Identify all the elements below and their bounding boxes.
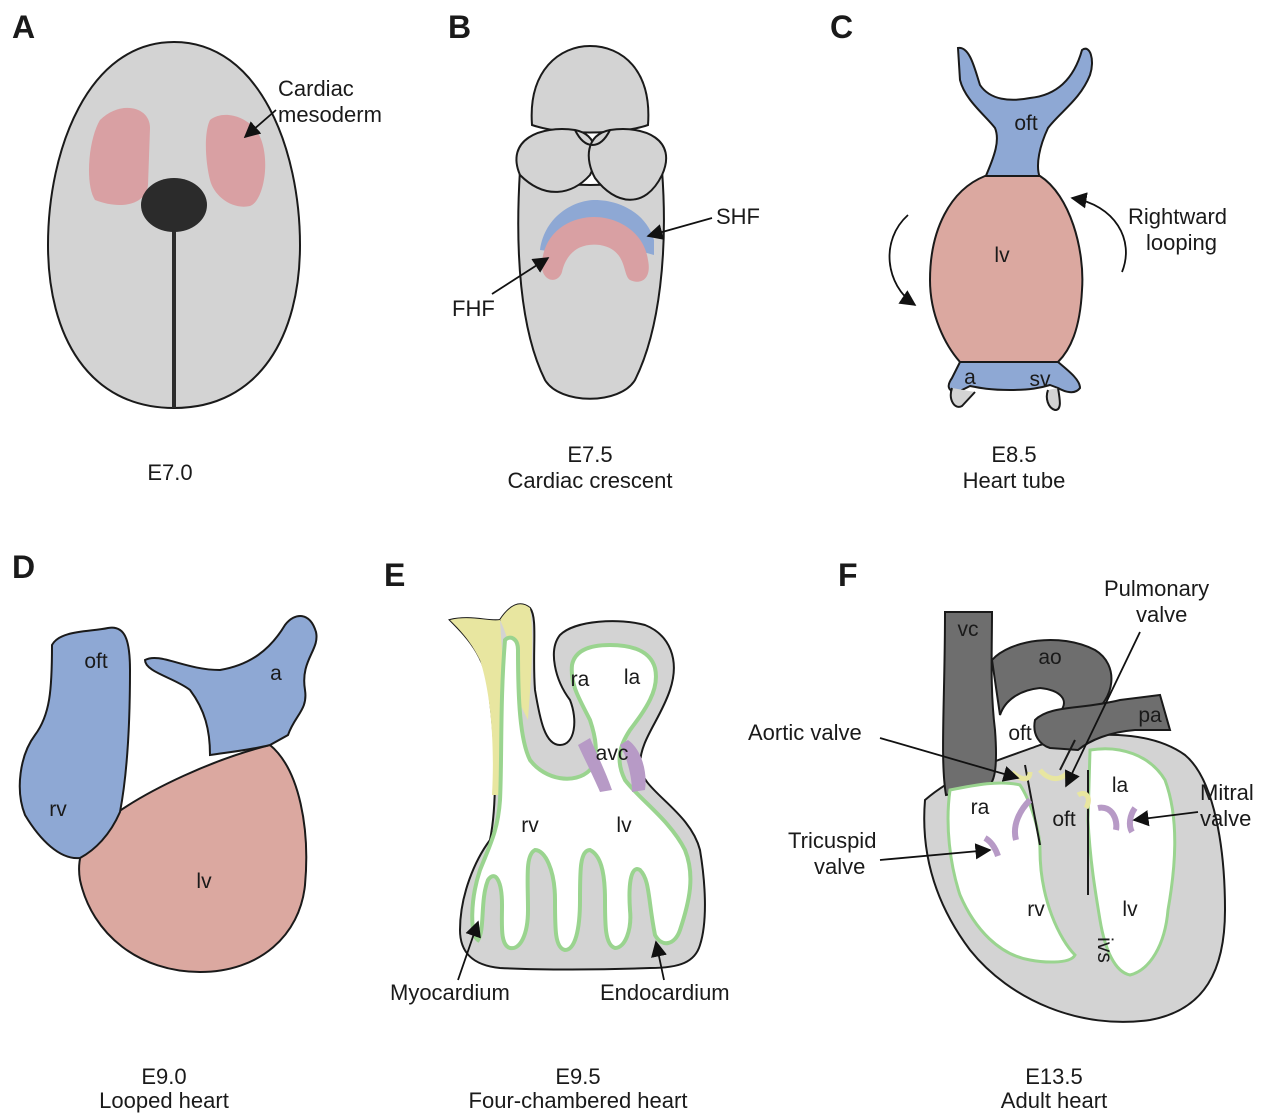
d-rv-label: rv <box>49 798 67 821</box>
oft-label: oft <box>1014 112 1038 135</box>
f-ao-label: ao <box>1038 646 1061 669</box>
mitral-valve-label-line1: Mitral <box>1200 780 1254 805</box>
panel-c-caption-line1: E8.5 <box>991 442 1036 467</box>
tricuspid-valve-label-line1: Tricuspid <box>788 828 876 853</box>
panel-b-letter: B <box>448 9 471 45</box>
f-ra-label: ra <box>971 796 990 819</box>
d-a-label: a <box>270 662 282 685</box>
node <box>141 178 207 232</box>
tricuspid-valve-label-line2: valve <box>814 854 865 879</box>
panel-e-letter: E <box>384 557 405 593</box>
panel-a: A Cardiac mesoderm E7.0 <box>12 9 382 485</box>
panel-e-caption-line1: E9.5 <box>555 1064 600 1089</box>
panel-f: F vc ao pa oft oft ra la rv lv ivs Pulmo… <box>748 557 1254 1113</box>
f-oft-lower-label: oft <box>1052 808 1076 831</box>
f-oft-upper-label: oft <box>1008 722 1032 745</box>
panel-f-letter: F <box>838 557 858 593</box>
panel-d: D oft a rv lv E9.0 Looped heart <box>12 549 317 1113</box>
a-label: a <box>964 366 976 389</box>
d-lv-label: lv <box>196 870 212 893</box>
f-la-label: la <box>1112 774 1129 797</box>
aortic-valve-label: Aortic valve <box>748 720 862 745</box>
f-pa-label: pa <box>1138 704 1162 727</box>
panel-a-letter: A <box>12 9 35 45</box>
panel-b: B SHF FHF E7.5 Cardiac crescent <box>448 9 760 493</box>
d-oft-label: oft <box>84 650 108 673</box>
endocardium-label: Endocardium <box>600 980 730 1005</box>
panel-c: C oft lv a sv Rightward looping E8.5 Hea… <box>830 9 1227 493</box>
rightward-looping-line1: Rightward <box>1128 204 1227 229</box>
looping-arrow-left <box>890 215 915 305</box>
panel-f-caption-line1: E13.5 <box>1025 1064 1083 1089</box>
cardiac-mesoderm-label-line1: Cardiac <box>278 76 354 101</box>
primitive-streak <box>172 225 176 408</box>
fhf-label: FHF <box>452 296 495 321</box>
pulmonary-valve-label-line2: valve <box>1136 602 1187 627</box>
e-lv-label: lv <box>616 814 632 837</box>
panel-d-caption-line1: E9.0 <box>141 1064 186 1089</box>
looped-heart-rv-oft <box>20 628 130 859</box>
f-lv-label: lv <box>1122 898 1138 921</box>
e-ra-label: ra <box>571 668 590 691</box>
panel-b-caption-line1: E7.5 <box>567 442 612 467</box>
panel-b-caption-line2: Cardiac crescent <box>507 468 672 493</box>
head-lobe-top <box>532 46 649 133</box>
shf-label: SHF <box>716 204 760 229</box>
e-la-label: la <box>624 666 641 689</box>
panel-e: E ra la avc rv lv Myocardium Endocardium… <box>384 557 730 1113</box>
panel-c-caption-line2: Heart tube <box>963 468 1066 493</box>
rightward-looping-line2: looping <box>1146 230 1217 255</box>
e-rv-label: rv <box>521 814 539 837</box>
inflow-legs <box>951 388 1060 410</box>
f-vc-label: vc <box>958 618 979 641</box>
cardiac-mesoderm-label-line2: mesoderm <box>278 102 382 127</box>
neural-fold-left <box>516 129 595 192</box>
panel-a-caption: E7.0 <box>147 460 192 485</box>
sv-label: sv <box>1030 368 1052 391</box>
panel-e-caption-line2: Four-chambered heart <box>469 1088 688 1113</box>
pulmonary-valve-label-line1: Pulmonary <box>1104 576 1209 601</box>
f-ivs-label: ivs <box>1093 937 1116 963</box>
panel-d-caption-line2: Looped heart <box>99 1088 229 1113</box>
heart-tube-lv <box>930 176 1082 362</box>
myocardium-label: Myocardium <box>390 980 510 1005</box>
looped-heart-atrium <box>145 616 317 755</box>
panel-d-letter: D <box>12 549 35 585</box>
e-avc-label: avc <box>596 742 629 765</box>
lv-label: lv <box>994 244 1010 267</box>
panel-c-letter: C <box>830 9 853 45</box>
panel-f-caption-line2: Adult heart <box>1001 1088 1107 1113</box>
f-rv-label: rv <box>1027 898 1045 921</box>
mitral-valve-label-line2: valve <box>1200 806 1251 831</box>
